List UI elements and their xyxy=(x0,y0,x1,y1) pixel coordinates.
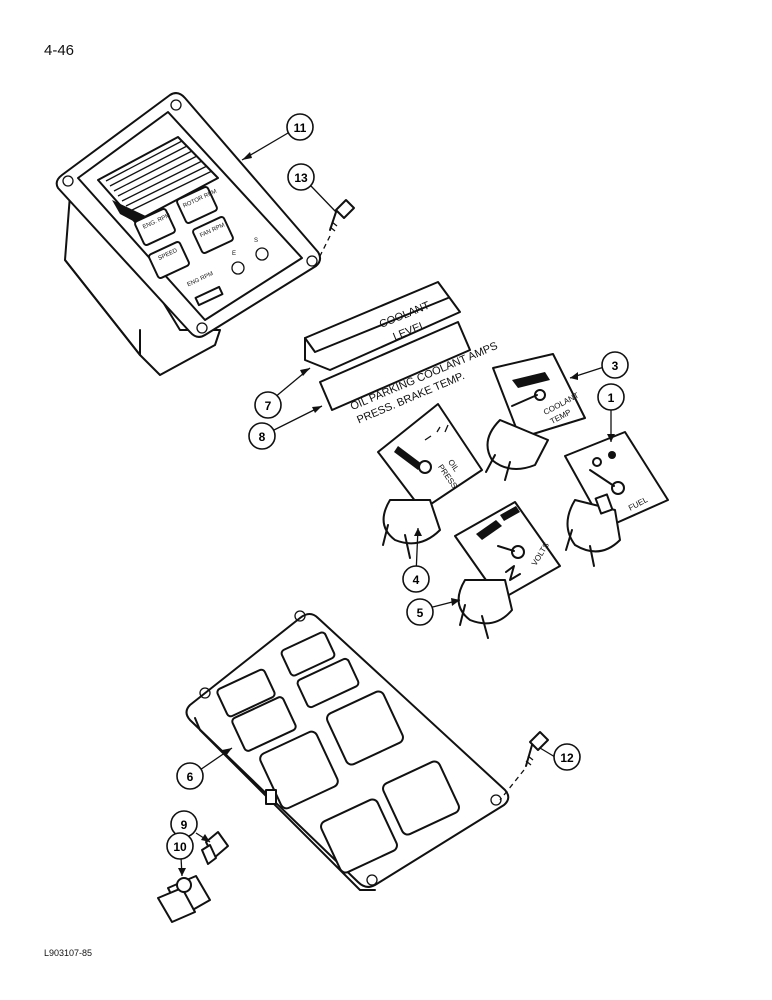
monitor-buttons: ENG. RPM ROTOR RPM SPEED FAN RPM xyxy=(134,186,234,279)
screw-11 xyxy=(499,731,549,801)
callouts: 11 13 3 1 7 8 4 5 xyxy=(166,113,629,860)
svg-text:9: 9 xyxy=(181,818,188,832)
svg-text:4: 4 xyxy=(413,573,420,587)
svg-text:13: 13 xyxy=(294,171,308,185)
switch-panel xyxy=(185,610,510,891)
callout-9: 10 xyxy=(166,832,194,860)
svg-text:10: 10 xyxy=(173,840,187,854)
coolant-level-insert: COOLANT LEVEL xyxy=(304,281,461,371)
svg-text:5: 5 xyxy=(417,606,424,620)
callout-7: 7 xyxy=(254,391,282,419)
callout-12: 11 xyxy=(286,113,314,141)
monitor-e-label: E xyxy=(232,251,236,257)
callout-8: 8 xyxy=(248,422,276,450)
gauge-coolant-temp: COOLANT TEMP xyxy=(485,353,586,481)
screw-13 xyxy=(317,199,355,261)
gauge-oil-pressure: OIL PRESS xyxy=(377,403,483,559)
switch-openings xyxy=(216,631,460,874)
callout-6: 6 xyxy=(176,762,204,790)
performance-monitor: ENG. RPM ROTOR RPM SPEED FAN RPM E S ENG… xyxy=(55,92,322,376)
rocker-switch-9 xyxy=(157,875,211,923)
bulb-10 xyxy=(201,831,229,865)
gauge-fuel: FUEL xyxy=(564,431,669,567)
callout-11: 12 xyxy=(553,743,581,771)
svg-text:1: 1 xyxy=(608,391,615,405)
svg-text:12: 12 xyxy=(560,751,574,765)
callout-3: 3 xyxy=(601,351,629,379)
svg-text:8: 8 xyxy=(259,430,266,444)
callout-13: 13 xyxy=(287,163,315,191)
callout-5: 5 xyxy=(406,598,434,626)
gauge-volts: VOLTS xyxy=(454,501,561,639)
svg-text:11: 11 xyxy=(294,121,307,135)
display-hatching xyxy=(105,140,213,212)
page-number: 4-46 xyxy=(44,42,75,59)
monitor-s-label: S xyxy=(254,238,258,244)
callout-1: 1 xyxy=(597,383,625,411)
leader-lines xyxy=(178,132,615,877)
callout-4: 4 xyxy=(402,565,430,593)
svg-text:7: 7 xyxy=(265,399,272,413)
svg-text:3: 3 xyxy=(612,359,619,373)
figure-code: L903107-85 xyxy=(44,948,93,958)
svg-text:6: 6 xyxy=(187,770,194,784)
